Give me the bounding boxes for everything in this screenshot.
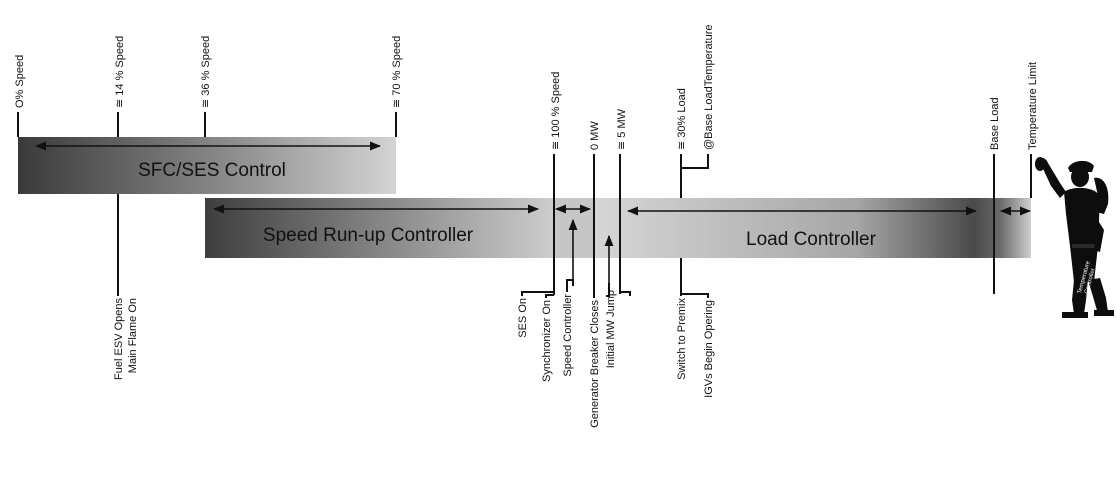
label-initial-mw: Initial MW Jump xyxy=(605,290,617,368)
label-speed-controller: Speed Controller xyxy=(562,294,574,377)
label-mw0: 0 MW xyxy=(589,121,601,150)
label-igvs: IGVs Begin Opering xyxy=(703,300,715,398)
connector-igvs xyxy=(681,294,708,298)
label-speed0: O% Speed xyxy=(14,55,26,108)
sync-segment-bar xyxy=(554,198,594,258)
connector-mw5-hook xyxy=(620,292,630,296)
connector-speed-controller xyxy=(567,280,573,292)
connector-synchronizer xyxy=(546,295,554,298)
label-speed14: ≅ 14 % Speed xyxy=(114,36,126,108)
label-ses-on: SES On xyxy=(517,298,529,338)
tick-baseload-temp xyxy=(681,154,708,168)
label-baseload-temp: @Base LoadTemperature xyxy=(703,24,715,150)
label-load30: ≅ 30% Load xyxy=(676,88,688,150)
label-speed70: ≅ 70 % Speed xyxy=(391,36,403,108)
speed-run-up-controller-label: Speed Run-up Controller xyxy=(263,225,474,246)
label-gen-breaker: Generator Breaker Closes xyxy=(589,300,601,428)
label-fuel-esv: Fuel ESV Opens xyxy=(113,298,125,380)
label-speed36: ≅ 36 % Speed xyxy=(200,36,212,108)
temperature-controller-figure-icon xyxy=(1035,157,1114,318)
sfc-ses-control-label: SFC/SES Control xyxy=(138,160,286,181)
top-labels: O% Speed ≅ 14 % Speed ≅ 36 % Speed ≅ 70 … xyxy=(14,24,1039,150)
label-mw5: ≅ 5 MW xyxy=(616,108,628,150)
label-temp-limit: Temperature Limit xyxy=(1027,62,1039,150)
label-synchronizer: Synchronizer On xyxy=(541,300,553,382)
label-main-flame: Main Flame On xyxy=(127,298,139,373)
load-controller-label: Load Controller xyxy=(746,229,877,250)
label-premix: Switch to Premix xyxy=(676,298,688,380)
bottom-labels: Fuel ESV Opens Main Flame On SES On Sync… xyxy=(113,290,715,428)
label-speed100: ≅ 100 % Speed xyxy=(550,72,562,150)
label-base-load: Base Load xyxy=(989,97,1001,150)
